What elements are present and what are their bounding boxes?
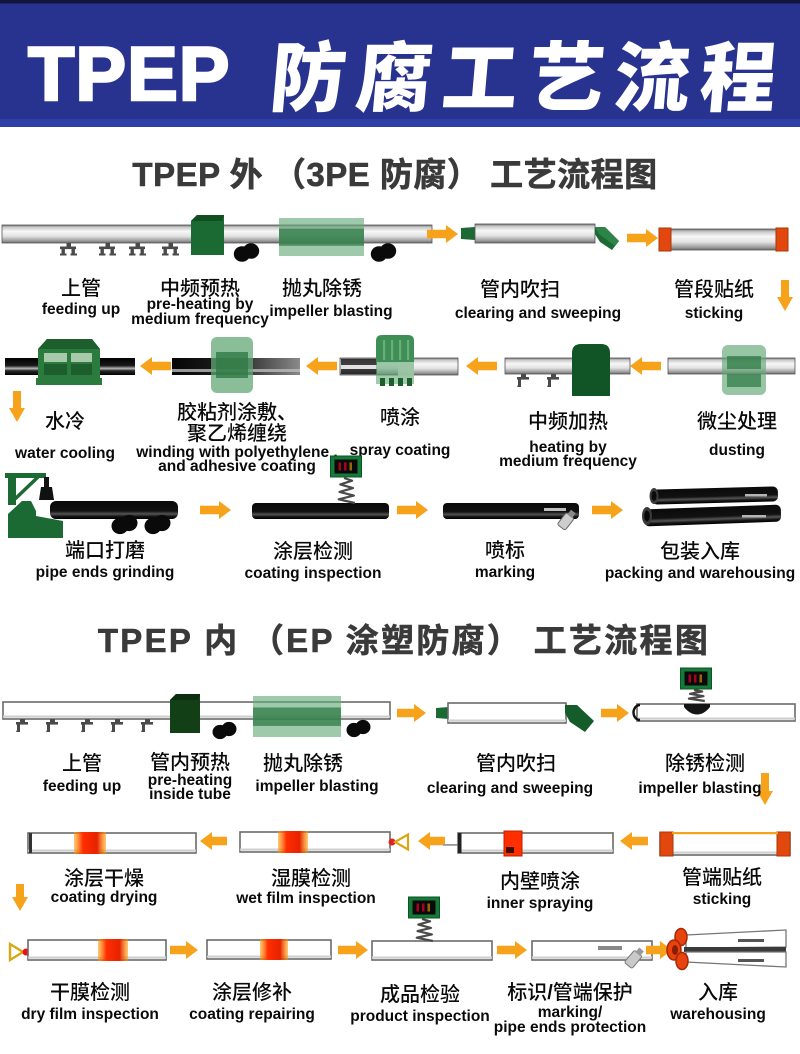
svg-text:管内预热: 管内预热 — [150, 751, 230, 774]
svg-text:管段贴纸: 管段贴纸 — [674, 278, 754, 301]
svg-text:除锈检测: 除锈检测 — [665, 752, 745, 775]
svg-text:入库: 入库 — [698, 981, 738, 1004]
svg-text:聚乙烯缠绕: 聚乙烯缠绕 — [187, 422, 287, 445]
svg-text:TPEP 内 （EP 涂塑防腐） 工艺流程图: TPEP 内 （EP 涂塑防腐） 工艺流程图 — [98, 622, 710, 659]
svg-text:medium frequency: medium frequency — [131, 311, 269, 328]
svg-text:pre-heating: pre-heating — [148, 772, 232, 789]
svg-text:胶粘剂涂敷、: 胶粘剂涂敷、 — [177, 401, 297, 424]
svg-text:pipe ends grinding: pipe ends grinding — [36, 564, 175, 581]
svg-text:抛丸除锈: 抛丸除锈 — [263, 752, 343, 775]
svg-text:涂层干燥: 涂层干燥 — [64, 867, 144, 890]
svg-text:impeller blasting: impeller blasting — [638, 780, 761, 797]
svg-text:微尘处理: 微尘处理 — [697, 410, 777, 433]
svg-text:heating by: heating by — [529, 439, 607, 456]
svg-text:marking/: marking/ — [538, 1004, 603, 1021]
svg-text:clearing and sweeping: clearing and sweeping — [427, 780, 593, 797]
svg-text:上管: 上管 — [61, 277, 101, 300]
svg-text:clearing and sweeping: clearing and sweeping — [455, 305, 621, 322]
svg-text:inside tube: inside tube — [149, 786, 231, 803]
svg-text:pipe ends protection: pipe ends protection — [494, 1019, 646, 1036]
svg-text:coating repairing: coating repairing — [189, 1006, 315, 1023]
svg-text:包装入库: 包装入库 — [660, 540, 740, 563]
svg-text:上管: 上管 — [62, 752, 102, 775]
svg-text:and adhesive coating: and adhesive coating — [158, 458, 316, 475]
svg-text:inner spraying: inner spraying — [487, 895, 594, 912]
svg-text:成品检验: 成品检验 — [380, 983, 460, 1006]
svg-text:湿膜检测: 湿膜检测 — [271, 867, 351, 890]
svg-text:dry film inspection: dry film inspection — [21, 1006, 159, 1023]
svg-text:中频加热: 中频加热 — [528, 410, 608, 433]
svg-text:涂层修补: 涂层修补 — [212, 981, 292, 1004]
svg-text:水冷: 水冷 — [45, 410, 85, 433]
svg-text:端口打磨: 端口打磨 — [65, 539, 145, 562]
svg-text:中频预热: 中频预热 — [160, 277, 240, 300]
svg-text:coating inspection: coating inspection — [245, 565, 382, 582]
svg-text:impeller blasting: impeller blasting — [255, 778, 378, 795]
svg-text:防腐工艺流程: 防腐工艺流程 — [266, 17, 791, 127]
svg-text:sticking: sticking — [685, 305, 744, 322]
svg-text:抛丸除锈: 抛丸除锈 — [282, 277, 362, 300]
svg-text:water cooling: water cooling — [14, 445, 115, 462]
svg-text:内壁喷涂: 内壁喷涂 — [500, 870, 580, 893]
svg-text:管内吹扫: 管内吹扫 — [476, 752, 556, 775]
svg-text:干膜检测: 干膜检测 — [50, 981, 130, 1004]
svg-text:pre-heating by: pre-heating by — [147, 296, 254, 313]
svg-text:winding with polyethylene ,: winding with polyethylene , — [135, 444, 338, 461]
svg-text:喷涂: 喷涂 — [380, 406, 420, 429]
svg-text:TPEP: TPEP — [28, 32, 231, 117]
svg-text:warehousing: warehousing — [669, 1006, 766, 1023]
svg-text:coating drying: coating drying — [51, 889, 158, 906]
svg-text:feeding up: feeding up — [43, 778, 121, 795]
svg-text:medium frequency: medium frequency — [499, 453, 637, 470]
svg-text:TPEP 外 （3PE 防腐） 工艺流程图: TPEP 外 （3PE 防腐） 工艺流程图 — [132, 156, 657, 193]
svg-text:sticking: sticking — [693, 891, 752, 908]
svg-text:impeller blasting: impeller blasting — [269, 303, 392, 320]
svg-text:dusting: dusting — [709, 442, 765, 459]
svg-text:管端贴纸: 管端贴纸 — [682, 866, 762, 889]
svg-text:标识/管端保护: 标识/管端保护 — [507, 981, 633, 1004]
svg-text:喷标: 喷标 — [485, 539, 525, 562]
svg-text:marking: marking — [475, 564, 535, 581]
svg-text:packing and warehousing: packing and warehousing — [605, 565, 795, 582]
svg-text:wet film inspection: wet film inspection — [235, 890, 376, 907]
svg-text:管内吹扫: 管内吹扫 — [480, 278, 560, 301]
svg-text:product inspection: product inspection — [350, 1008, 490, 1025]
svg-text:spray coating: spray coating — [350, 442, 451, 459]
svg-text:feeding up: feeding up — [42, 301, 120, 318]
svg-text:涂层检测: 涂层检测 — [273, 540, 353, 563]
